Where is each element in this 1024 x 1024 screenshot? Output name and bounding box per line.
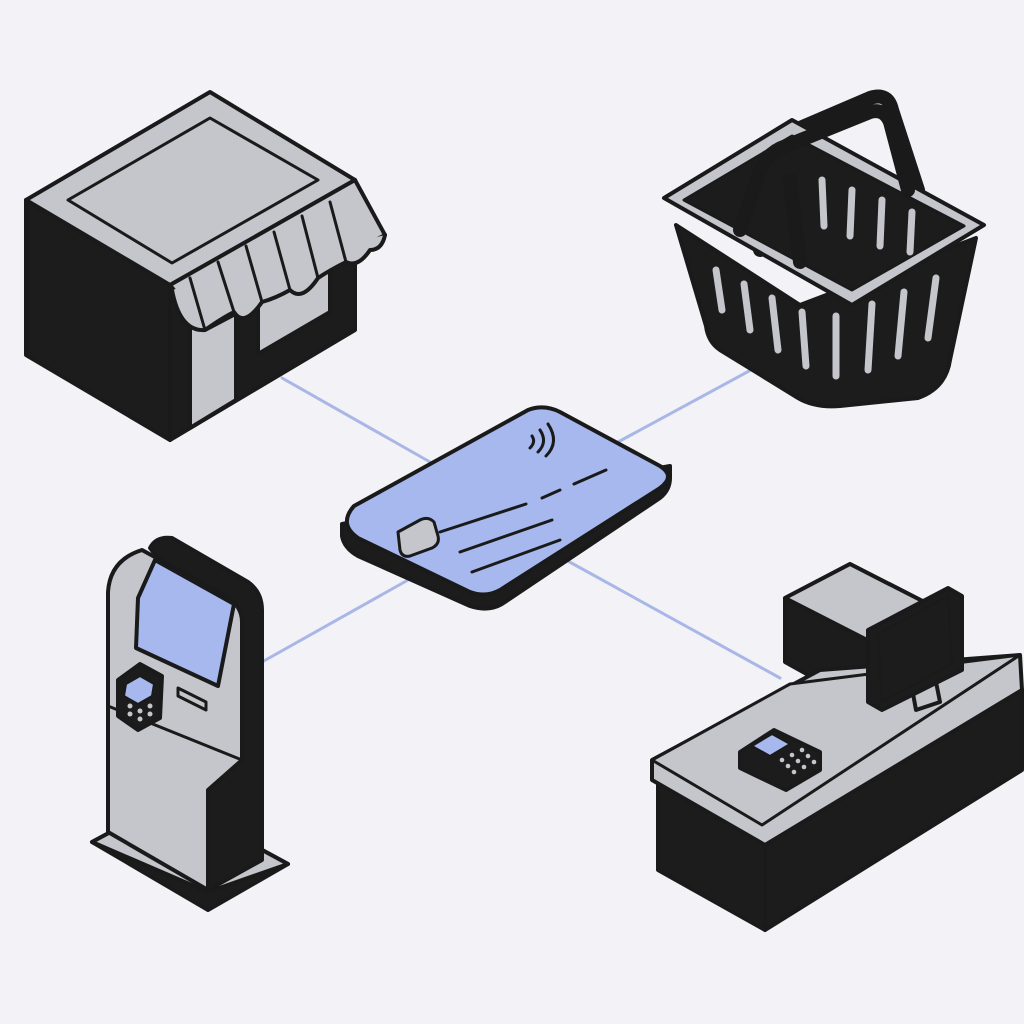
credit-card-icon [340,405,672,611]
payment-kiosk-icon [90,535,290,912]
connector-payment-kiosk [260,578,410,664]
basket-handle-front [733,104,915,237]
storefront-icon [24,90,387,442]
connector-shopping-basket [616,362,764,444]
storefront-roof-inner [66,116,320,265]
connector-checkout-counter [564,558,782,680]
kiosk-screen [134,558,236,688]
shopping-basket-icon [662,89,986,409]
contactless-icon [528,422,555,458]
connector-storefront [280,376,432,464]
kiosk-card-slot [176,686,208,712]
checkout-counter-icon [650,562,1024,932]
card-number-stripes [438,468,608,574]
basket-slots [712,176,940,380]
card-chip-icon [396,516,440,558]
connectors [260,362,782,680]
